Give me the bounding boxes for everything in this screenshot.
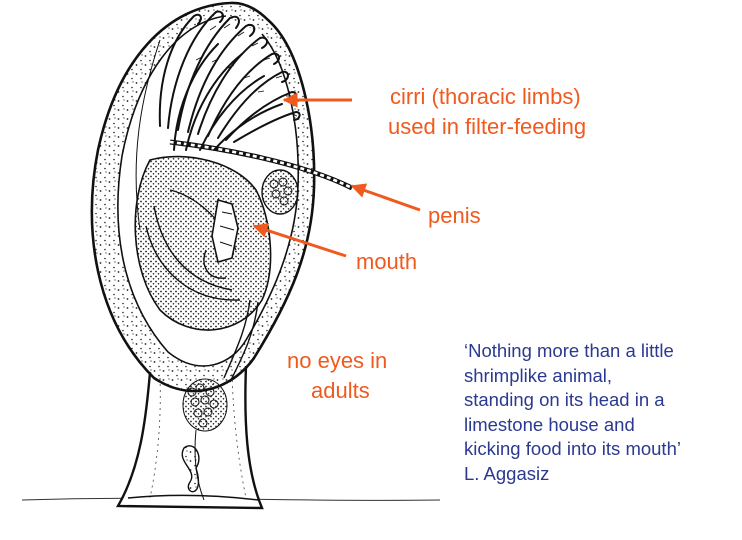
penis-organ bbox=[169, 139, 354, 191]
pointer-arrows bbox=[252, 92, 421, 258]
eyes-label-line2: adults bbox=[311, 378, 370, 403]
body-prosoma bbox=[134, 155, 299, 383]
eyes-label-line1: no eyes in bbox=[287, 348, 388, 373]
cirri-label-line1: cirri (thoracic limbs) bbox=[390, 84, 581, 109]
cirri-label-line2: used in filter-feeding bbox=[388, 114, 587, 139]
quote-line: shrimplike animal, bbox=[464, 364, 613, 386]
quote-line: standing on its head in a bbox=[464, 389, 665, 410]
penis-arrow bbox=[350, 183, 421, 212]
quote-line: kicking food into its mouth’ bbox=[464, 438, 681, 459]
penis-label: penis bbox=[428, 203, 481, 228]
quote-line: ‘Nothing more than a little bbox=[464, 340, 674, 361]
mouth-arrow bbox=[252, 223, 347, 258]
quote-line: limestone house and bbox=[464, 413, 635, 435]
quote-attribution: L. Aggasiz bbox=[464, 462, 550, 484]
cirri-limbs bbox=[158, 10, 301, 151]
mouth-label: mouth bbox=[356, 249, 418, 274]
agassiz-quote: ‘Nothing more than a little shrimplike a… bbox=[464, 339, 734, 486]
